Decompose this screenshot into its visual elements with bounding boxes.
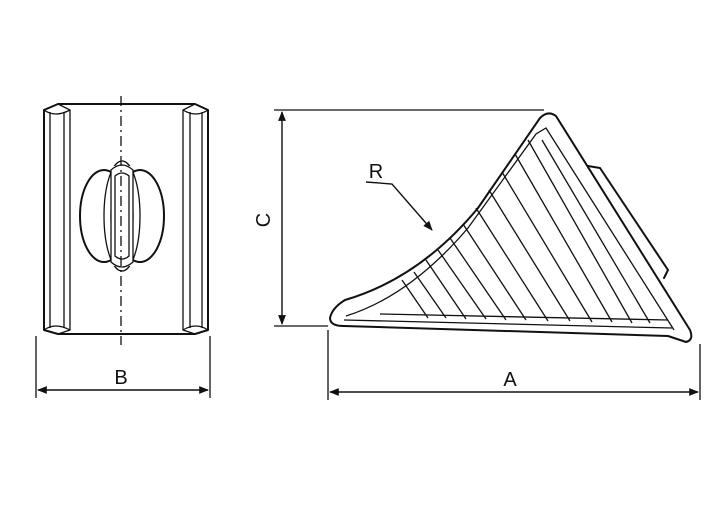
side-view-outline <box>329 112 693 343</box>
dimension-b: B <box>35 336 211 398</box>
left-ridge <box>57 103 71 335</box>
side-view <box>329 112 693 343</box>
front-view <box>43 96 209 345</box>
tread-ribs <box>401 139 651 324</box>
dimension-b-label: B <box>114 367 127 389</box>
rear-support <box>587 165 669 279</box>
inner-edge <box>345 127 675 331</box>
handle-grip-icon <box>79 160 165 272</box>
dimension-c: C <box>253 109 544 327</box>
dimension-c-label: C <box>253 213 275 227</box>
radius-label: R <box>369 161 383 183</box>
radius-callout: R <box>365 161 433 231</box>
dimension-a-label: A <box>503 369 517 391</box>
dimension-a: A <box>327 330 701 400</box>
right-ridge <box>182 103 196 335</box>
